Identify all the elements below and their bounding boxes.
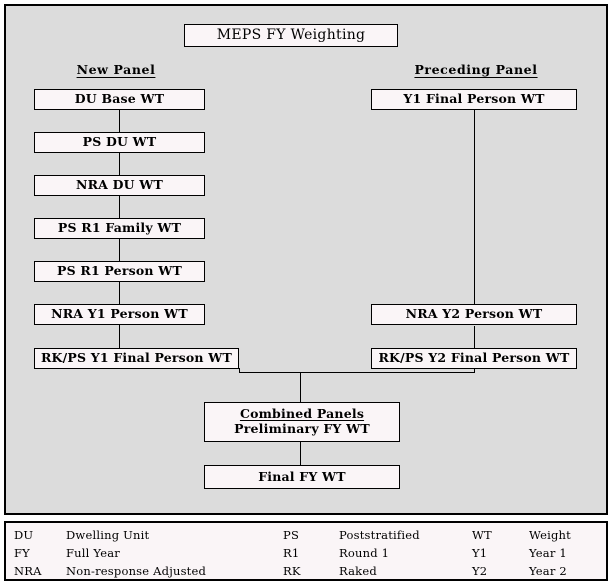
legend-abbr: DU xyxy=(14,528,34,542)
title-box: MEPS FY Weighting xyxy=(184,24,398,47)
node-combined-panels: Combined Panels Preliminary FY WT xyxy=(204,402,400,442)
node-rkps-y1-final-person-wt: RK/PS Y1 Final Person WT xyxy=(34,348,239,369)
node-label-line2: Preliminary FY WT xyxy=(234,421,370,436)
connector-right-2 xyxy=(474,326,475,349)
connector-merge-left-stub xyxy=(239,368,240,373)
legend-def: Year 1 xyxy=(529,546,567,560)
legend-def: Round 1 xyxy=(339,546,390,560)
node-label: Final FY WT xyxy=(258,468,346,484)
node-ps-du-wt: PS DU WT xyxy=(34,132,205,153)
legend-abbr: Y1 xyxy=(472,546,488,560)
legend-abbr: NRA xyxy=(14,564,42,578)
node-y1-final-person-wt: Y1 Final Person WT xyxy=(371,89,577,110)
connector-left-4 xyxy=(119,238,120,267)
connector-merge-right-stub xyxy=(474,368,475,373)
legend-def: Full Year xyxy=(66,546,120,560)
node-label: DU Base WT xyxy=(74,91,165,107)
node-label: RK/PS Y1 Final Person WT xyxy=(40,350,233,366)
connector-left-3 xyxy=(119,195,120,224)
legend-def: Non-response Adjusted xyxy=(66,564,207,578)
node-label: RK/PS Y2 Final Person WT xyxy=(378,350,570,366)
connector-merge-down xyxy=(300,372,301,402)
connector-left-2 xyxy=(119,152,120,181)
column-heading-preceding-panel: Preceding Panel xyxy=(414,62,538,77)
legend-row: FY Full Year R1 Round 1 Y1 Year 1 xyxy=(6,546,606,564)
column-heading-new-panel: New Panel xyxy=(76,62,156,77)
title-text: MEPS FY Weighting xyxy=(216,27,366,44)
node-ps-r1-person-wt: PS R1 Person WT xyxy=(34,261,205,282)
legend-abbr: FY xyxy=(14,546,30,560)
connector-left-6 xyxy=(119,324,120,353)
legend-def: Dwelling Unit xyxy=(66,528,150,542)
node-label: PS DU WT xyxy=(82,134,157,150)
legend-abbr: R1 xyxy=(283,546,300,560)
node-label: Y1 Final Person WT xyxy=(403,91,545,107)
connector-merge-horizontal xyxy=(239,372,475,373)
connector-final-down xyxy=(300,442,301,465)
legend-def: Year 2 xyxy=(529,564,567,578)
legend-abbr: WT xyxy=(472,528,492,542)
legend-abbr: Y2 xyxy=(472,564,488,578)
connector-right-1 xyxy=(474,109,475,305)
node-ps-r1-family-wt: PS R1 Family WT xyxy=(34,218,205,239)
node-nra-y2-person-wt: NRA Y2 Person WT xyxy=(371,304,577,325)
diagram-panel: MEPS FY Weighting New Panel Preceding Pa… xyxy=(4,4,608,515)
connector-left-1 xyxy=(119,109,120,138)
node-nra-du-wt: NRA DU WT xyxy=(34,175,205,196)
legend-abbr: RK xyxy=(283,564,301,578)
node-du-base-wt: DU Base WT xyxy=(34,89,205,110)
node-label: NRA DU WT xyxy=(75,177,164,193)
legend-row: DU Dwelling Unit PS Poststratified WT We… xyxy=(6,528,606,546)
node-label: NRA Y1 Person WT xyxy=(51,306,188,322)
connector-left-5 xyxy=(119,281,120,310)
node-label: NRA Y2 Person WT xyxy=(405,306,543,322)
node-nra-y1-person-wt: NRA Y1 Person WT xyxy=(34,304,205,325)
node-rkps-y2-final-person-wt: RK/PS Y2 Final Person WT xyxy=(371,348,577,369)
legend-def: Raked xyxy=(339,564,377,578)
legend-def: Poststratified xyxy=(339,528,420,542)
node-label-line1: Combined Panels xyxy=(239,406,365,422)
legend-row: NRA Non-response Adjusted RK Raked Y2 Ye… xyxy=(6,564,606,582)
node-label: PS R1 Person WT xyxy=(57,263,182,279)
node-final-fy-wt: Final FY WT xyxy=(204,465,400,489)
node-label: PS R1 Family WT xyxy=(57,220,182,236)
legend-abbr: PS xyxy=(283,528,300,542)
legend-def: Weight xyxy=(529,528,571,542)
legend-box: DU Dwelling Unit PS Poststratified WT We… xyxy=(4,521,608,581)
